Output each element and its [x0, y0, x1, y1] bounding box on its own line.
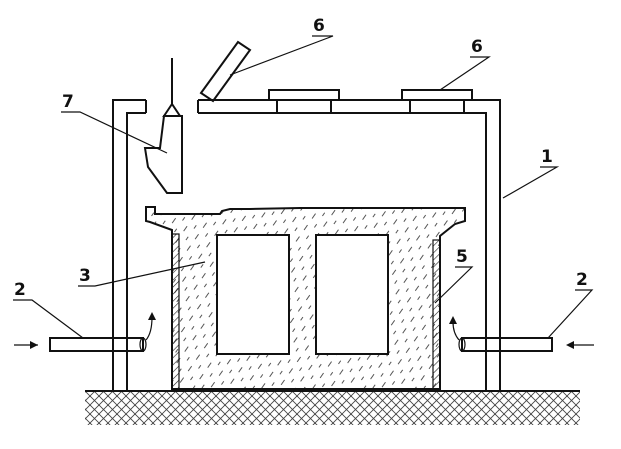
concrete-product — [145, 206, 466, 390]
lining-left — [171, 233, 180, 390]
label-chamber: 1 — [541, 147, 553, 167]
lid-open — [199, 40, 252, 103]
lid-closed-left — [268, 89, 340, 114]
steam-pipe-left — [14, 312, 156, 352]
ground — [85, 390, 580, 425]
label-product: 3 — [79, 266, 91, 286]
steam-pipe-right — [449, 316, 594, 352]
lining-right — [432, 239, 441, 390]
label-wall-lining: 5 — [456, 247, 468, 267]
label-pipe-left: 2 — [14, 280, 26, 300]
label-lid-open: 6 — [313, 16, 325, 36]
label-hoist: 7 — [62, 92, 74, 112]
hoist-bucket — [143, 58, 183, 194]
label-pipe-right: 2 — [576, 270, 588, 290]
leader-lines — [13, 35, 594, 339]
lid-closed-right — [401, 89, 473, 114]
label-lid-closed: 6 — [471, 37, 483, 57]
